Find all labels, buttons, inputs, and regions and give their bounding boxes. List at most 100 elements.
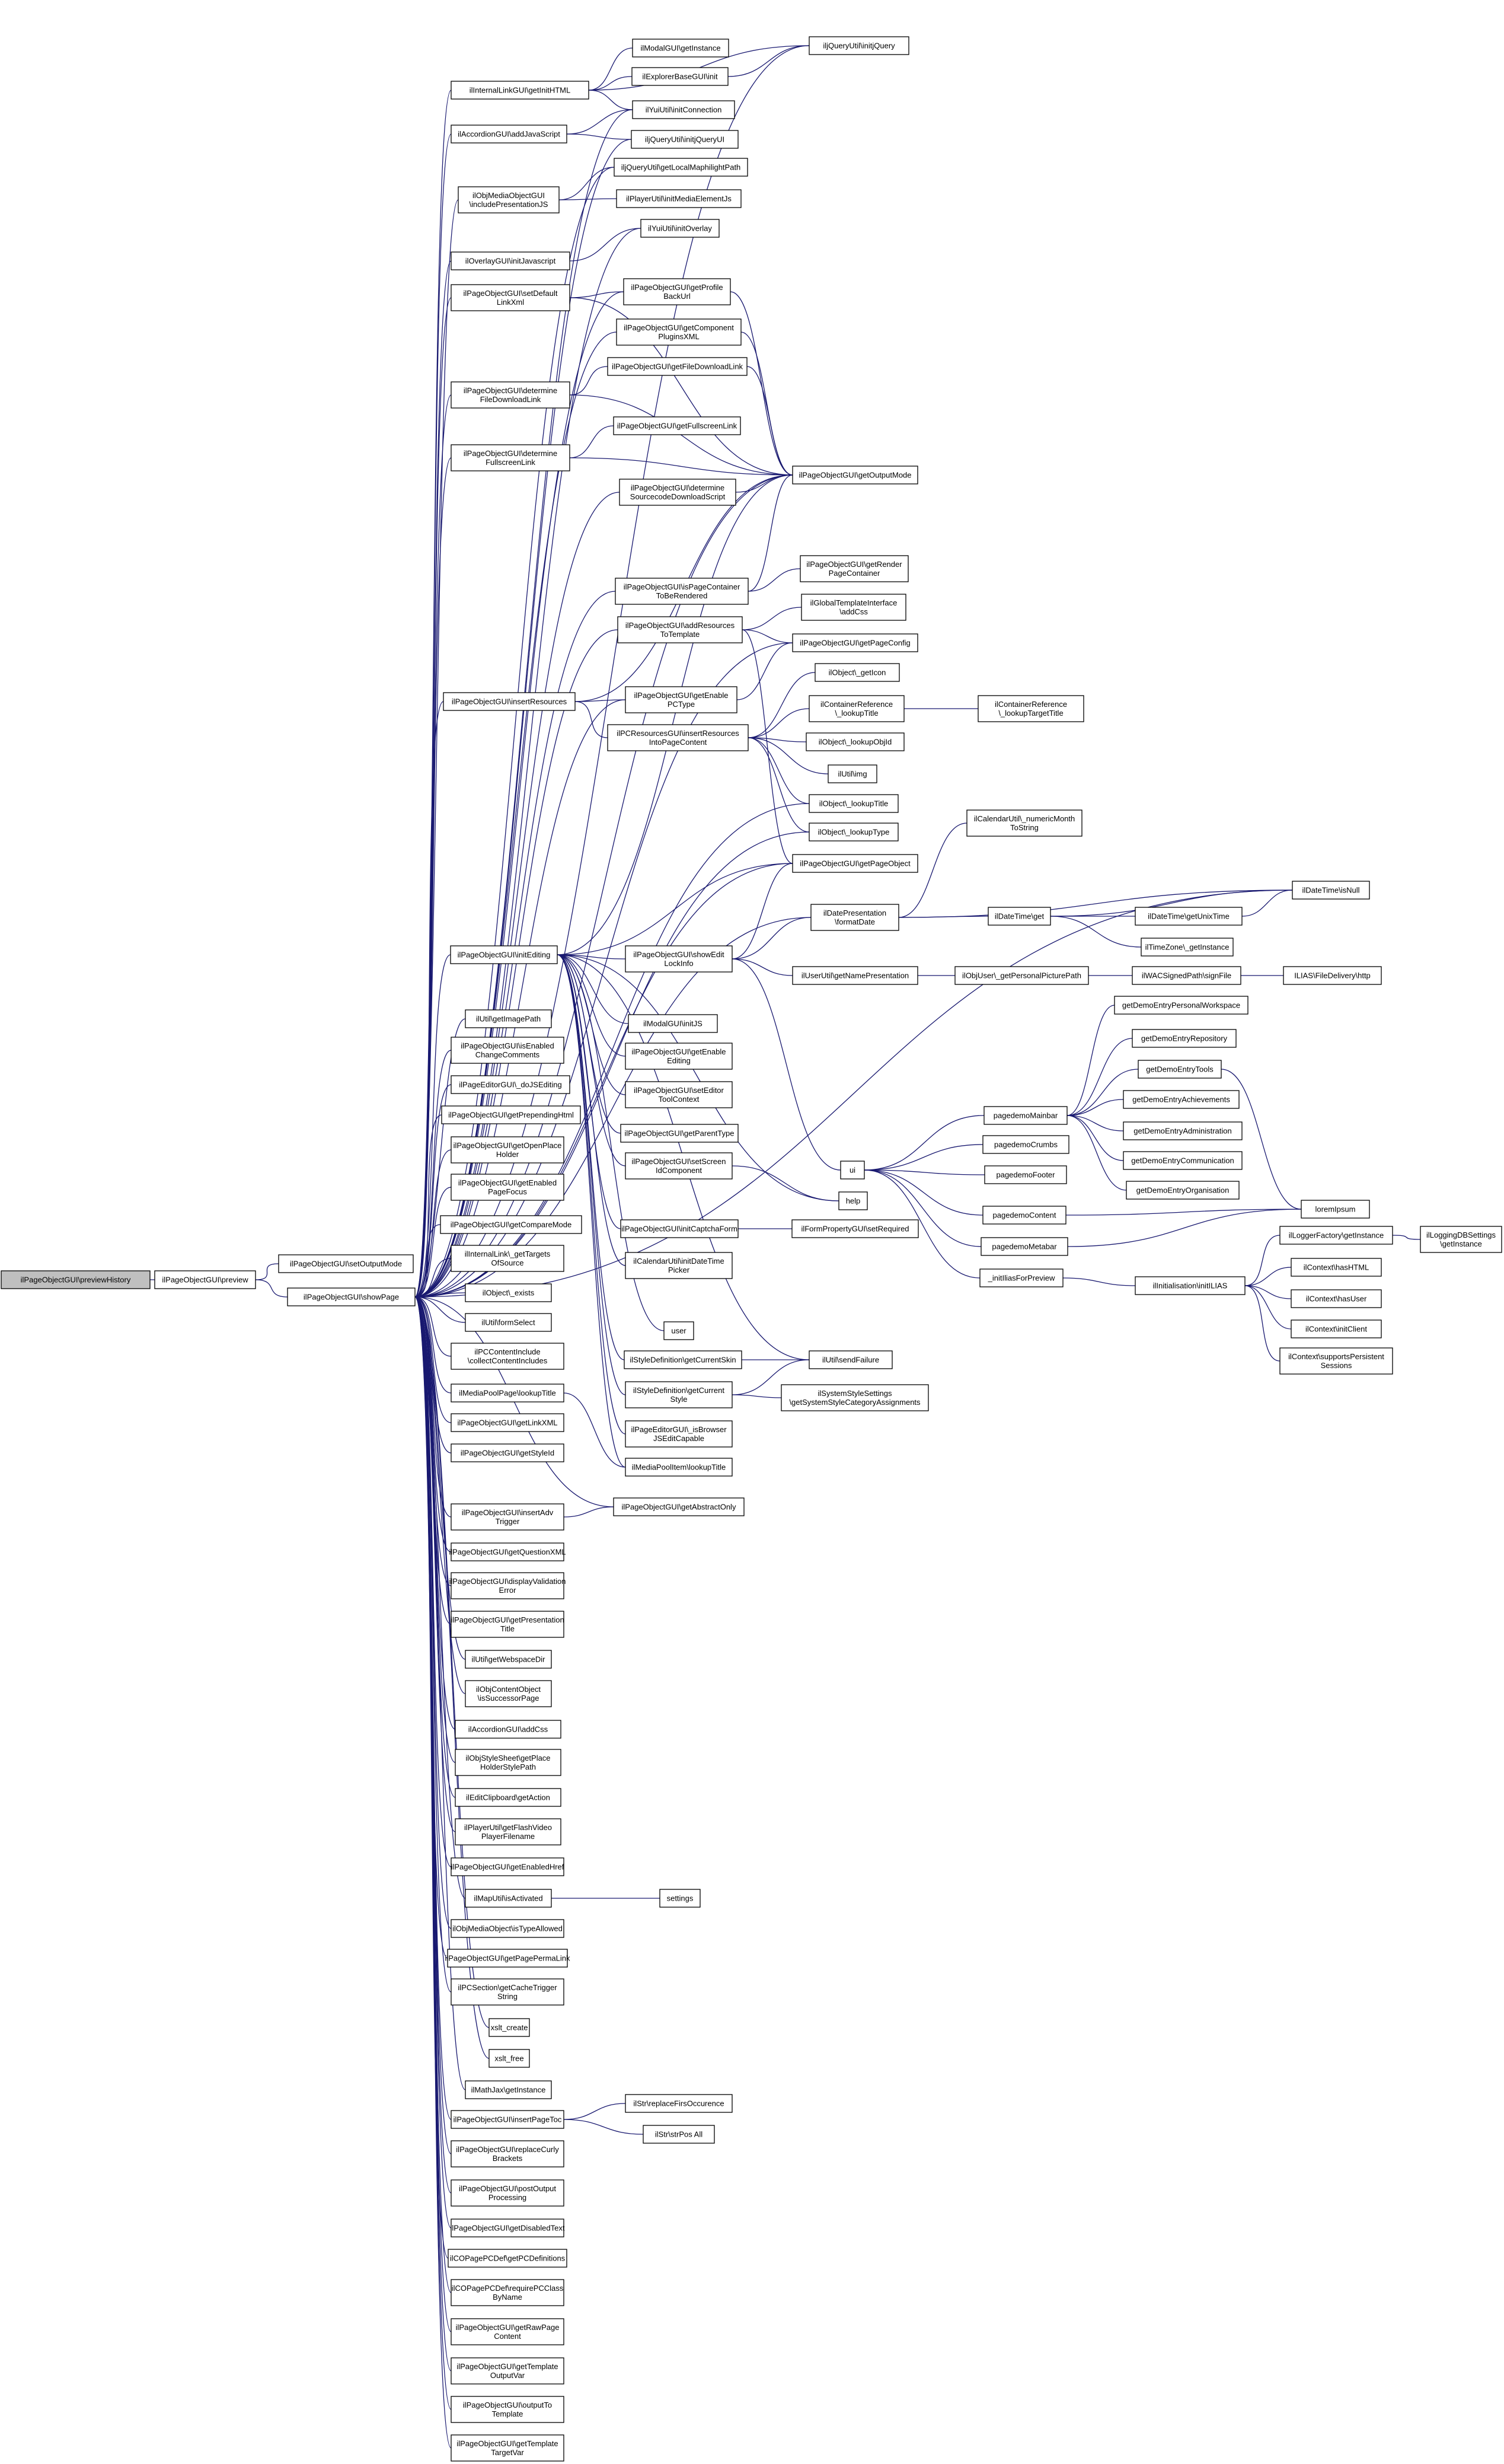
node-ildatepresentation-formatdate[interactable]: ilDatePresentation\formatDate: [810, 904, 899, 931]
node-getdemoentryachievements[interactable]: getDemoEntryAchievements: [1123, 1090, 1240, 1109]
node-loremipsum[interactable]: loremIpsum: [1301, 1200, 1370, 1219]
node-ilutil-img[interactable]: ilUtil\img: [828, 764, 877, 783]
node-ilpageobjectgui-getpageobject[interactable]: ilPageObjectGUI\getPageObject: [792, 854, 918, 873]
node-ilias-filedelivery-http[interactable]: ILIAS\FileDelivery\http: [1283, 966, 1382, 985]
node-ilformpropertygui-setrequired[interactable]: ilFormPropertyGUI\setRequired: [791, 1219, 919, 1238]
node-ilpageobjectgui-determinesourcecodedownloadscript[interactable]: ilPageObjectGUI\determineSourcecodeDownl…: [619, 479, 736, 506]
node-ilstyledefinition-getcurrentskin[interactable]: ilStyleDefinition\getCurrentSkin: [624, 1350, 742, 1369]
node-ilobject-geticon[interactable]: ilObject\_getIcon: [815, 663, 900, 682]
node-settings[interactable]: settings: [659, 1889, 701, 1908]
node-ilpageobjectgui-getenabledhref[interactable]: ilPageObjectGUI\getEnabledHref: [451, 1857, 564, 1876]
node-ilutil-formselect[interactable]: ilUtil\formSelect: [465, 1313, 552, 1332]
node-iljqueryutil-initjqueryui[interactable]: iljQueryUtil\initjQueryUI: [631, 130, 739, 149]
node-ilglobaltemplateinterface-addcss[interactable]: ilGlobalTemplateInterface\addCss: [801, 594, 906, 621]
node-ui[interactable]: ui: [840, 1161, 865, 1180]
node-ilaccordiongui-addcss[interactable]: ilAccordionGUI\addCss: [455, 1720, 561, 1739]
node-pagedemocrumbs[interactable]: pagedemoCrumbs: [982, 1135, 1069, 1154]
node-ilobject-lookupobjid[interactable]: ilObject\_lookupObjId: [806, 732, 905, 751]
node-ilpageobjectgui-determinefiledownloadlink[interactable]: ilPageObjectGUI\determineFileDownloadLin…: [451, 381, 570, 409]
node-getdemoentryorganisation[interactable]: getDemoEntryOrganisation: [1126, 1181, 1240, 1200]
node-ilpccontentinclude-collectcontentincludes[interactable]: ilPCContentInclude\collectContentInclude…: [451, 1343, 564, 1370]
node-ilmaputil-isactivated[interactable]: ilMapUtil\isActivated: [465, 1889, 552, 1908]
node-ilcontainerreference-lookuptargettitle[interactable]: ilContainerReference\_lookupTargetTitle: [978, 695, 1084, 722]
node-ilpageobjectgui-getabstractonly[interactable]: ilPageObjectGUI\getAbstractOnly: [613, 1497, 745, 1516]
node-ilobject-exists[interactable]: ilObject\_exists: [465, 1283, 552, 1302]
node-ilaccordiongui-addjavascript[interactable]: ilAccordionGUI\addJavaScript: [451, 125, 567, 144]
node-xslt-create[interactable]: xslt_create: [488, 2018, 530, 2037]
node-ilstr-replacefirsoccurence[interactable]: ilStr\replaceFirsOccurence: [625, 2094, 733, 2113]
node-iljqueryutil-getlocalmaphilightpath[interactable]: iljQueryUtil\getLocalMaphilightPath: [614, 158, 748, 177]
node-ildatetime-get[interactable]: ilDateTime\get: [988, 907, 1051, 926]
node-getdemoentrypersonalworkspace[interactable]: getDemoEntryPersonalWorkspace: [1114, 996, 1248, 1015]
node-ilcopagepcdef-getpcdefinitions[interactable]: ilCOPagePCDef\getPCDefinitions: [448, 2249, 567, 2268]
node-ilpageobjectgui-initcaptchaform[interactable]: ilPageObjectGUI\initCaptchaForm: [620, 1219, 739, 1238]
node-ilpageobjectgui-showpage[interactable]: ilPageObjectGUI\showPage: [287, 1287, 416, 1306]
node-ilobject-lookuptype[interactable]: ilObject\_lookupType: [809, 823, 899, 841]
node-initiliasforpreview[interactable]: _initIliasForPreview: [979, 1268, 1064, 1287]
node-ilinitialisation-initilias[interactable]: ilInitialisation\initILIAS: [1135, 1276, 1246, 1295]
node-ilstr-strpos-all[interactable]: ilStr\strPos All: [643, 2125, 715, 2144]
node-ilmediapoolpage-lookuptitle[interactable]: ilMediaPoolPage\lookupTitle: [451, 1384, 564, 1402]
node-ilpageobjectgui-getprependinghtml[interactable]: ilPageObjectGUI\getPrependingHtml: [441, 1105, 581, 1124]
node-illoggingdbsettings-getinstance[interactable]: ilLoggingDBSettings\getInstance: [1420, 1226, 1502, 1253]
node-ilpageobjectgui-preview[interactable]: ilPageObjectGUI\preview: [154, 1270, 256, 1289]
node-ilpageobjectgui-getoutputmode[interactable]: ilPageObjectGUI\getOutputMode: [792, 466, 918, 484]
node-ilpageobjectgui-getstyleid[interactable]: ilPageObjectGUI\getStyleId: [451, 1443, 564, 1462]
node-iljqueryutil-initjquery[interactable]: iljQueryUtil\initjQuery: [809, 36, 909, 55]
node-pagedemomainbar[interactable]: pagedemoMainbar: [983, 1106, 1068, 1125]
node-ilmediapoolitem-lookuptitle[interactable]: ilMediaPoolItem\lookupTitle: [625, 1458, 733, 1477]
node-ilobjuser-getpersonalpicturepath[interactable]: ilObjUser\_getPersonalPicturePath: [954, 966, 1089, 985]
node-ilsystemstylesettings-getsystemstylecategoryassignments[interactable]: ilSystemStyleSettings\getSystemStyleCate…: [781, 1384, 929, 1411]
node-ilobjcontentobject-issuccessorpage[interactable]: ilObjContentObject\isSuccessorPage: [465, 1680, 552, 1707]
node-ileditclipboard-getaction[interactable]: ilEditClipboard\getAction: [455, 1788, 561, 1807]
node-ilcontext-initclient[interactable]: ilContext\initClient: [1291, 1319, 1382, 1338]
node-ilmodalgui-getinstance[interactable]: ilModalGUI\getInstance: [632, 39, 729, 58]
node-ilcontext-hashtml[interactable]: ilContext\hasHTML: [1291, 1258, 1382, 1277]
node-iltimezone-getinstance[interactable]: ilTimeZone\_getInstance: [1141, 938, 1234, 957]
node-ilpageobjectgui-setoutputmode[interactable]: ilPageObjectGUI\setOutputMode: [278, 1254, 414, 1273]
node-ilplayerutil-initmediaelementjs[interactable]: ilPlayerUtil\initMediaElementJs: [616, 189, 742, 208]
node-ilcontext-hasuser[interactable]: ilContext\hasUser: [1291, 1289, 1382, 1308]
node-ilexplorerbasegui-init[interactable]: ilExplorerBaseGUI\init: [631, 67, 729, 86]
node-ilpageeditorgui-dojsediting[interactable]: ilPageEditorGUI\_doJSEditing: [451, 1075, 570, 1094]
node-ilpageobjectgui-getfiledownloadlink[interactable]: ilPageObjectGUI\getFileDownloadLink: [607, 357, 748, 376]
node-ilmodalgui-initjs[interactable]: ilModalGUI\initJS: [628, 1014, 718, 1033]
node-ilpageobjectgui-previewhistory[interactable]: ilPageObjectGUI\previewHistory: [1, 1270, 151, 1289]
node-ilwacsignedpath-signfile[interactable]: ilWACSignedPath\signFile: [1132, 966, 1241, 985]
node-ilpageobjectgui-ispagecontainertoberendered[interactable]: ilPageObjectGUI\isPageContainerToBeRende…: [615, 578, 749, 605]
node-ilpageobjectgui-initediting[interactable]: ilPageObjectGUI\initEditing: [450, 945, 558, 964]
node-iluserutil-getnamepresentation[interactable]: ilUserUtil\getNamePresentation: [792, 966, 918, 985]
node-user[interactable]: user: [663, 1321, 694, 1340]
node-ilpageobjectgui-insertresources[interactable]: ilPageObjectGUI\insertResources: [443, 692, 576, 711]
node-getdemoentryrepository[interactable]: getDemoEntryRepository: [1132, 1029, 1237, 1048]
node-getdemoentryadministration[interactable]: getDemoEntryAdministration: [1123, 1121, 1243, 1140]
node-ilpcresourcesgui-insertresourcesintopagecontent[interactable]: ilPCResourcesGUI\insertResourcesIntoPage…: [607, 724, 749, 751]
node-ilpageobjectgui-getdisabledtext[interactable]: ilPageObjectGUI\getDisabledText: [451, 2218, 565, 2237]
node-ilpageobjectgui-getpageconfig[interactable]: ilPageObjectGUI\getPageConfig: [792, 633, 918, 652]
node-ilpageobjectgui-getfullscreenlink[interactable]: ilPageObjectGUI\getFullscreenLink: [613, 416, 741, 435]
node-ilpageobjectgui-insertpagetoc[interactable]: ilPageObjectGUI\insertPageToc: [451, 2110, 564, 2129]
node-ilyuiutil-initconnection[interactable]: ilYuiUtil\initConnection: [632, 100, 735, 119]
node-ilobjmediaobjectgui-includepresentationjs[interactable]: ilObjMediaObjectGUI\includePresentationJ…: [458, 186, 560, 213]
